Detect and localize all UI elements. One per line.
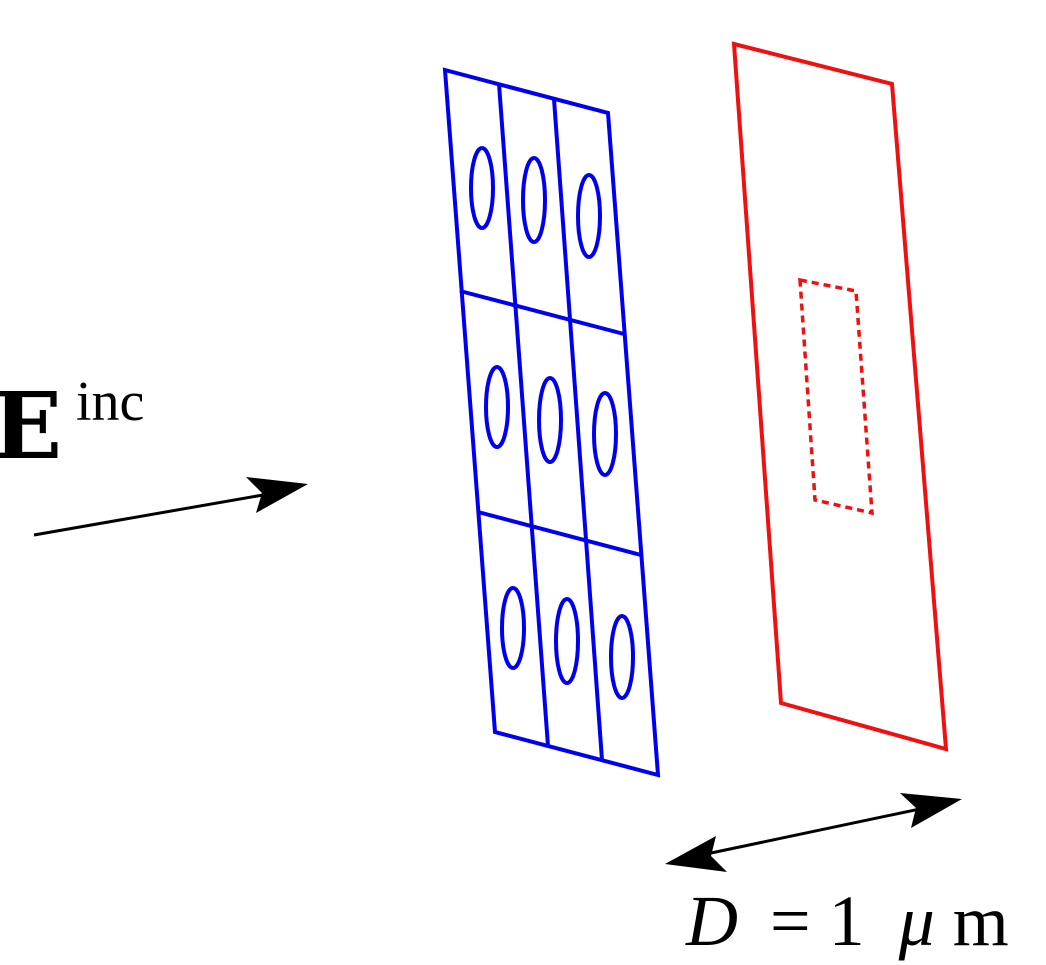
- distance-arrow-head-left: [665, 836, 727, 872]
- incident-field-label: E inc: [0, 371, 144, 480]
- distance-arrow-shaft: [691, 804, 935, 859]
- meta-atom: [500, 586, 526, 670]
- distance-unit-meter: m: [953, 881, 1009, 961]
- distance-equals: = 1: [770, 881, 865, 961]
- meta-atom: [576, 173, 602, 259]
- meta-atom: [469, 146, 495, 230]
- metasurface-outline: [442, 67, 661, 778]
- target-region: [798, 277, 874, 516]
- meta-atom: [484, 365, 510, 449]
- distance-unit-micro: μ: [898, 881, 935, 961]
- incident-arrow-shaft: [33, 490, 281, 537]
- meta-atom: [592, 391, 618, 477]
- incident-field-superscript: inc: [76, 371, 144, 433]
- metasurface-array: [442, 67, 661, 778]
- metasurface-row-divider: [477, 510, 642, 557]
- incident-arrow-head: [246, 477, 308, 513]
- metasurface-row-divider: [459, 289, 625, 336]
- distance-arrow: [665, 793, 962, 872]
- incident-field-symbol: E: [0, 372, 62, 480]
- meta-atom: [537, 376, 563, 464]
- meta-atom: [609, 614, 635, 700]
- image-plane-outline: [731, 41, 949, 752]
- distance-arrow-head-right: [900, 793, 962, 828]
- metasurface-col-divider: [497, 83, 550, 747]
- distance-label: D = 1 μ m: [685, 881, 1009, 961]
- distance-variable: D: [685, 881, 738, 961]
- image-plane: [731, 41, 949, 752]
- meta-atom: [521, 156, 547, 244]
- incident-arrow: [33, 477, 308, 537]
- metasurface-col-divider: [552, 98, 604, 761]
- meta-atom: [554, 597, 580, 685]
